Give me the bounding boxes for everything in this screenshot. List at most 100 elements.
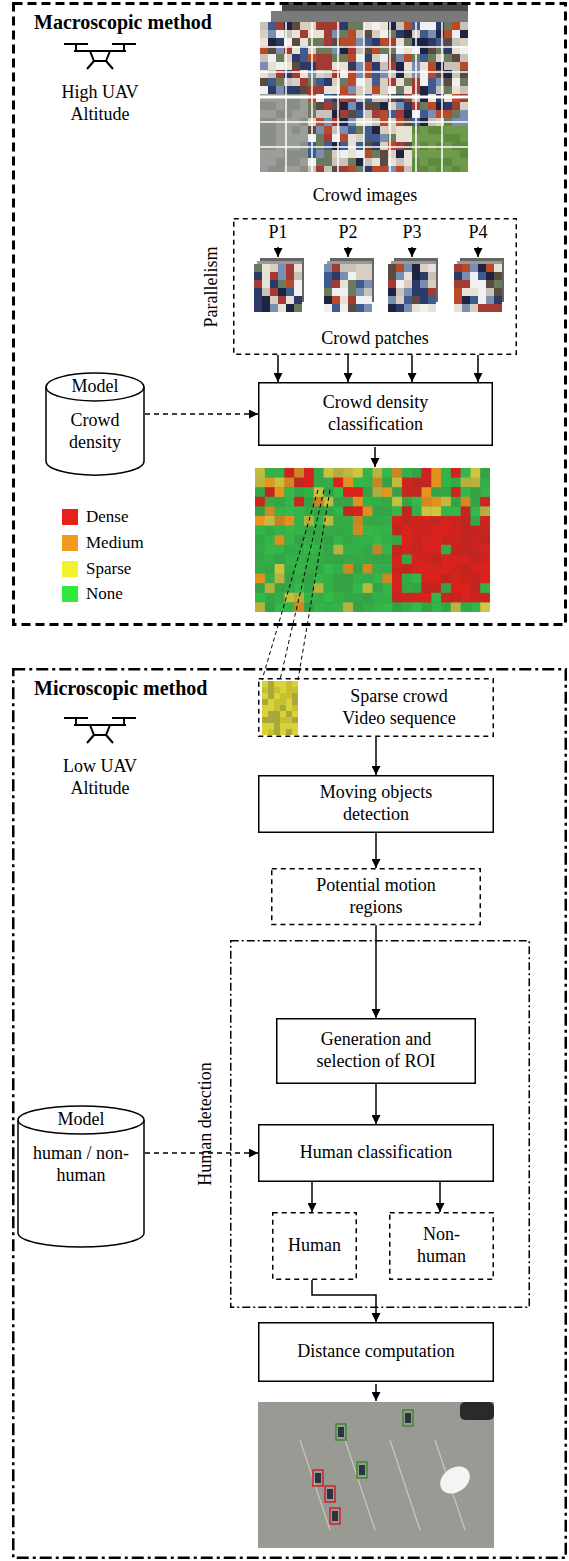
- density-cell: [421, 526, 431, 536]
- photo-pixel: [404, 38, 412, 46]
- photo-pixel: [276, 30, 284, 38]
- photo-pixel: [412, 280, 420, 288]
- photo-pixel: [324, 22, 332, 30]
- person: [405, 1413, 411, 1423]
- density-cell: [480, 526, 490, 536]
- density-cell: [284, 583, 294, 593]
- photo-pixel: [268, 78, 276, 86]
- node-text: Sparse crowd Video sequence: [334, 686, 464, 729]
- photo-pixel: [260, 54, 268, 62]
- photo-pixel: [278, 288, 286, 296]
- photo-pixel: [260, 150, 268, 158]
- density-cell: [314, 602, 324, 612]
- flow-arrow: [411, 355, 413, 382]
- photo-pixel: [452, 142, 460, 150]
- density-cell: [275, 554, 285, 564]
- map-ground: [255, 468, 490, 612]
- photo-pixel: [348, 102, 356, 110]
- photo-pixel: [452, 62, 460, 70]
- density-cell: [470, 468, 480, 478]
- density-cell: [382, 535, 392, 545]
- density-cell: [314, 468, 324, 478]
- photo-pixel: [284, 62, 292, 70]
- density-cell: [461, 468, 471, 478]
- photo-pixel: [280, 681, 286, 687]
- photo-pixel: [260, 126, 268, 134]
- photo-pixel: [324, 78, 332, 86]
- photo-pixel: [292, 134, 300, 142]
- photo-pixel: [460, 150, 468, 158]
- density-cell: [284, 497, 294, 507]
- photo-pixel: [300, 150, 308, 158]
- crowd-patches: [254, 247, 504, 312]
- photo-pixel: [286, 729, 292, 735]
- density-cell: [480, 535, 490, 545]
- photo-pixel: [454, 272, 462, 280]
- photo-pixel: [356, 110, 364, 118]
- photo-pixel: [428, 166, 436, 172]
- photo-pixel: [428, 280, 436, 288]
- photo-pixel: [444, 86, 452, 94]
- density-cell: [441, 468, 451, 478]
- density-cell: [412, 593, 422, 603]
- photo-pixel: [428, 54, 436, 62]
- photo-pixel: [292, 681, 298, 687]
- photo-pixel: [478, 296, 486, 304]
- photo-pixel: [420, 78, 428, 86]
- node-border: [231, 941, 530, 1308]
- photo-pixel: [372, 54, 380, 62]
- density-cell: [402, 564, 412, 574]
- parking-line: [300, 1440, 330, 1530]
- detection-box: [357, 1462, 367, 1478]
- density-cell: [284, 564, 294, 574]
- photo-pixel: [270, 288, 278, 296]
- density-cell: [304, 487, 314, 497]
- photo-pixel: [340, 70, 348, 78]
- photo-pixel: [280, 729, 286, 735]
- photo-pixel: [262, 681, 268, 687]
- photo-pixel: [380, 62, 388, 70]
- photo-pixel: [494, 296, 502, 304]
- photo-pixel: [268, 711, 274, 717]
- photo-pixel: [404, 304, 412, 312]
- density-cell: [382, 516, 392, 526]
- photo-pixel: [348, 264, 356, 272]
- photo-pixel: [404, 102, 412, 110]
- density-cell: [363, 487, 373, 497]
- density-cell: [343, 468, 353, 478]
- density-cell: [265, 574, 275, 584]
- density-cell: [373, 593, 383, 603]
- photo-pixel: [388, 158, 396, 166]
- density-cell: [412, 545, 422, 555]
- patch-stack: [327, 261, 372, 307]
- data-box: Sparse crowd Video sequence: [258, 678, 494, 737]
- photo-pixel: [294, 280, 302, 288]
- density-cell: [373, 497, 383, 507]
- density-cell: [363, 468, 373, 478]
- photo-pixel: [274, 711, 280, 717]
- density-cell: [461, 506, 471, 516]
- photo-pixel: [276, 78, 284, 86]
- density-cell: [304, 478, 314, 488]
- density-cell: [284, 487, 294, 497]
- data-box: Human: [272, 1212, 357, 1280]
- density-cell: [373, 602, 383, 612]
- photo-pixel: [348, 30, 356, 38]
- photo-pixel: [428, 102, 436, 110]
- drone-icon: [64, 718, 136, 743]
- photo-pixel: [268, 38, 276, 46]
- photo-pixel: [300, 110, 308, 118]
- density-cell: [441, 526, 451, 536]
- photo-pixel: [292, 30, 300, 38]
- density-cell: [373, 506, 383, 516]
- flow-arrow: [375, 1384, 377, 1401]
- density-cell: [421, 583, 431, 593]
- density-cell: [392, 526, 402, 536]
- density-cell: [333, 593, 343, 603]
- photo-pixel: [372, 62, 380, 70]
- photo-pixel: [260, 102, 268, 110]
- density-cell: [304, 468, 314, 478]
- photo-pixel: [436, 102, 444, 110]
- photo-pixel: [444, 126, 452, 134]
- photo-pixel: [340, 54, 348, 62]
